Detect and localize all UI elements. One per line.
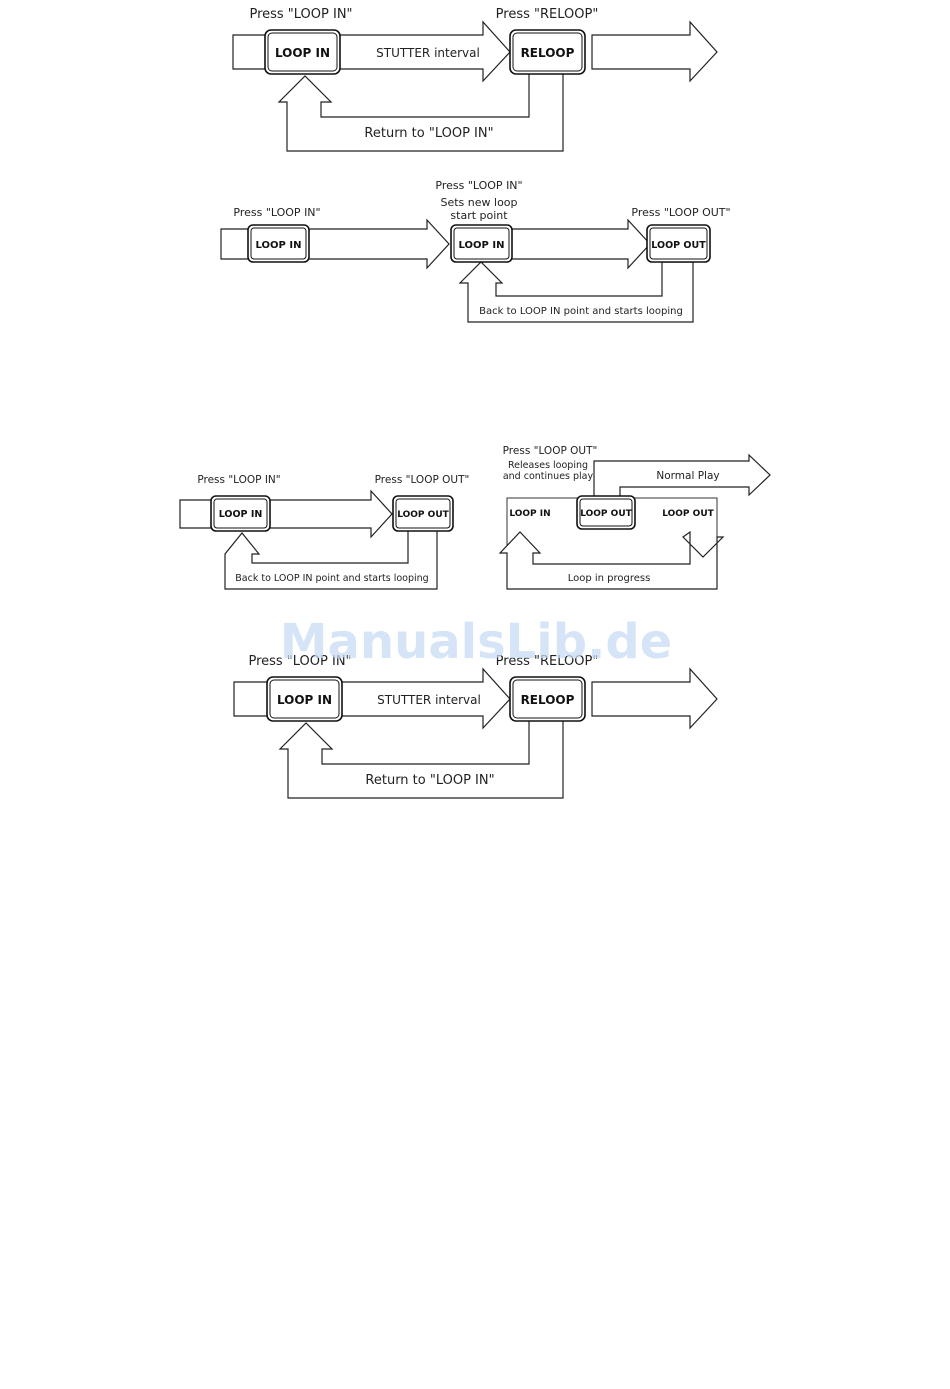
stutter-diagram-top: LOOP IN RELOOP Press "LOOP IN" Press "RE… bbox=[232, 7, 718, 152]
press-loop-in-label: Press "LOOP IN" bbox=[248, 654, 351, 669]
press-loop-in-label-1: Press "LOOP IN" bbox=[233, 206, 320, 219]
return-label: Return to "LOOP IN" bbox=[365, 773, 494, 788]
reloop-button-label: RELOOP bbox=[521, 693, 575, 707]
return-loop-arrow bbox=[277, 72, 564, 152]
continues-play-label: and continues play bbox=[503, 471, 594, 482]
press-loop-in-label: Press "LOOP IN" bbox=[249, 7, 352, 22]
reloop-button: RELOOP bbox=[509, 676, 586, 722]
loop-out-button: LOOP OUT bbox=[392, 495, 454, 532]
sets-new-loop-label: Sets new loop bbox=[440, 196, 517, 209]
flow-arrow-2 bbox=[508, 218, 651, 270]
loop-in-point-label: LOOP IN bbox=[509, 509, 550, 519]
loop-in-button: LOOP IN bbox=[210, 495, 271, 532]
new-loop-start-diagram: LOOP IN LOOP IN LOOP OUT Press "LOOP IN"… bbox=[220, 179, 731, 323]
press-loop-out-label: Press "LOOP OUT" bbox=[375, 474, 470, 486]
releases-looping-label: Releases looping bbox=[508, 460, 588, 471]
loop-out-button-label: LOOP OUT bbox=[651, 240, 706, 251]
reloop-button: RELOOP bbox=[509, 29, 586, 75]
loop-in-button-label: LOOP IN bbox=[219, 509, 263, 520]
press-loop-out-label: Press "LOOP OUT" bbox=[631, 206, 730, 219]
reloop-button-label: RELOOP bbox=[521, 46, 575, 60]
loop-in-button-1-label: LOOP IN bbox=[256, 240, 302, 251]
loop-out-button-label: LOOP OUT bbox=[580, 509, 632, 519]
loop-in-button-1: LOOP IN bbox=[247, 224, 310, 263]
return-loop-arrow bbox=[458, 261, 694, 323]
normal-play-label: Normal Play bbox=[656, 470, 719, 482]
loop-out-button: LOOP OUT bbox=[576, 495, 636, 530]
loop-out-point-label: LOOP OUT bbox=[662, 509, 714, 519]
loop-in-progress-label: Loop in progress bbox=[568, 573, 651, 584]
press-reloop-label: Press "RELOOP" bbox=[496, 654, 599, 669]
start-point-label: start point bbox=[450, 209, 508, 222]
loop-out-button: LOOP OUT bbox=[646, 224, 711, 263]
stutter-interval-label: STUTTER interval bbox=[376, 46, 480, 60]
loop-progress-arrow bbox=[498, 530, 725, 590]
loop-out-diagram: LOOP IN LOOP OUT Press "LOOP IN" Press "… bbox=[179, 474, 470, 590]
loop-in-button-2: LOOP IN bbox=[450, 224, 513, 263]
loop-in-button: LOOP IN bbox=[264, 29, 341, 75]
press-loop-in-label: Press "LOOP IN" bbox=[197, 474, 280, 486]
loop-out-button-label: LOOP OUT bbox=[397, 510, 449, 520]
continue-arrow bbox=[591, 20, 718, 83]
loop-in-button-label: LOOP IN bbox=[275, 46, 330, 60]
stutter-diagram-bottom: LOOP IN RELOOP Press "LOOP IN" Press "RE… bbox=[233, 654, 718, 799]
watermark-text: ManualsLib.de bbox=[280, 614, 672, 670]
back-to-loop-in-label: Back to LOOP IN point and starts looping bbox=[479, 306, 683, 317]
press-reloop-label: Press "RELOOP" bbox=[496, 7, 599, 22]
continue-arrow bbox=[591, 667, 718, 730]
loop-release-diagram: LOOP OUT LOOP IN LOOP OUT Press "LOOP OU… bbox=[498, 445, 771, 590]
press-loop-in-label-2: Press "LOOP IN" bbox=[435, 179, 522, 192]
loop-in-button: LOOP IN bbox=[266, 676, 343, 722]
return-loop-arrow bbox=[278, 719, 564, 799]
loop-in-button-label: LOOP IN bbox=[277, 693, 332, 707]
back-to-loop-in-label: Back to LOOP IN point and starts looping bbox=[235, 573, 428, 584]
return-label: Return to "LOOP IN" bbox=[364, 126, 493, 141]
return-loop-arrow bbox=[224, 529, 438, 590]
loop-in-button-2-label: LOOP IN bbox=[459, 240, 505, 251]
stutter-interval-label: STUTTER interval bbox=[377, 693, 481, 707]
press-loop-out-label: Press "LOOP OUT" bbox=[503, 445, 598, 457]
normal-play-arrow bbox=[593, 453, 771, 500]
